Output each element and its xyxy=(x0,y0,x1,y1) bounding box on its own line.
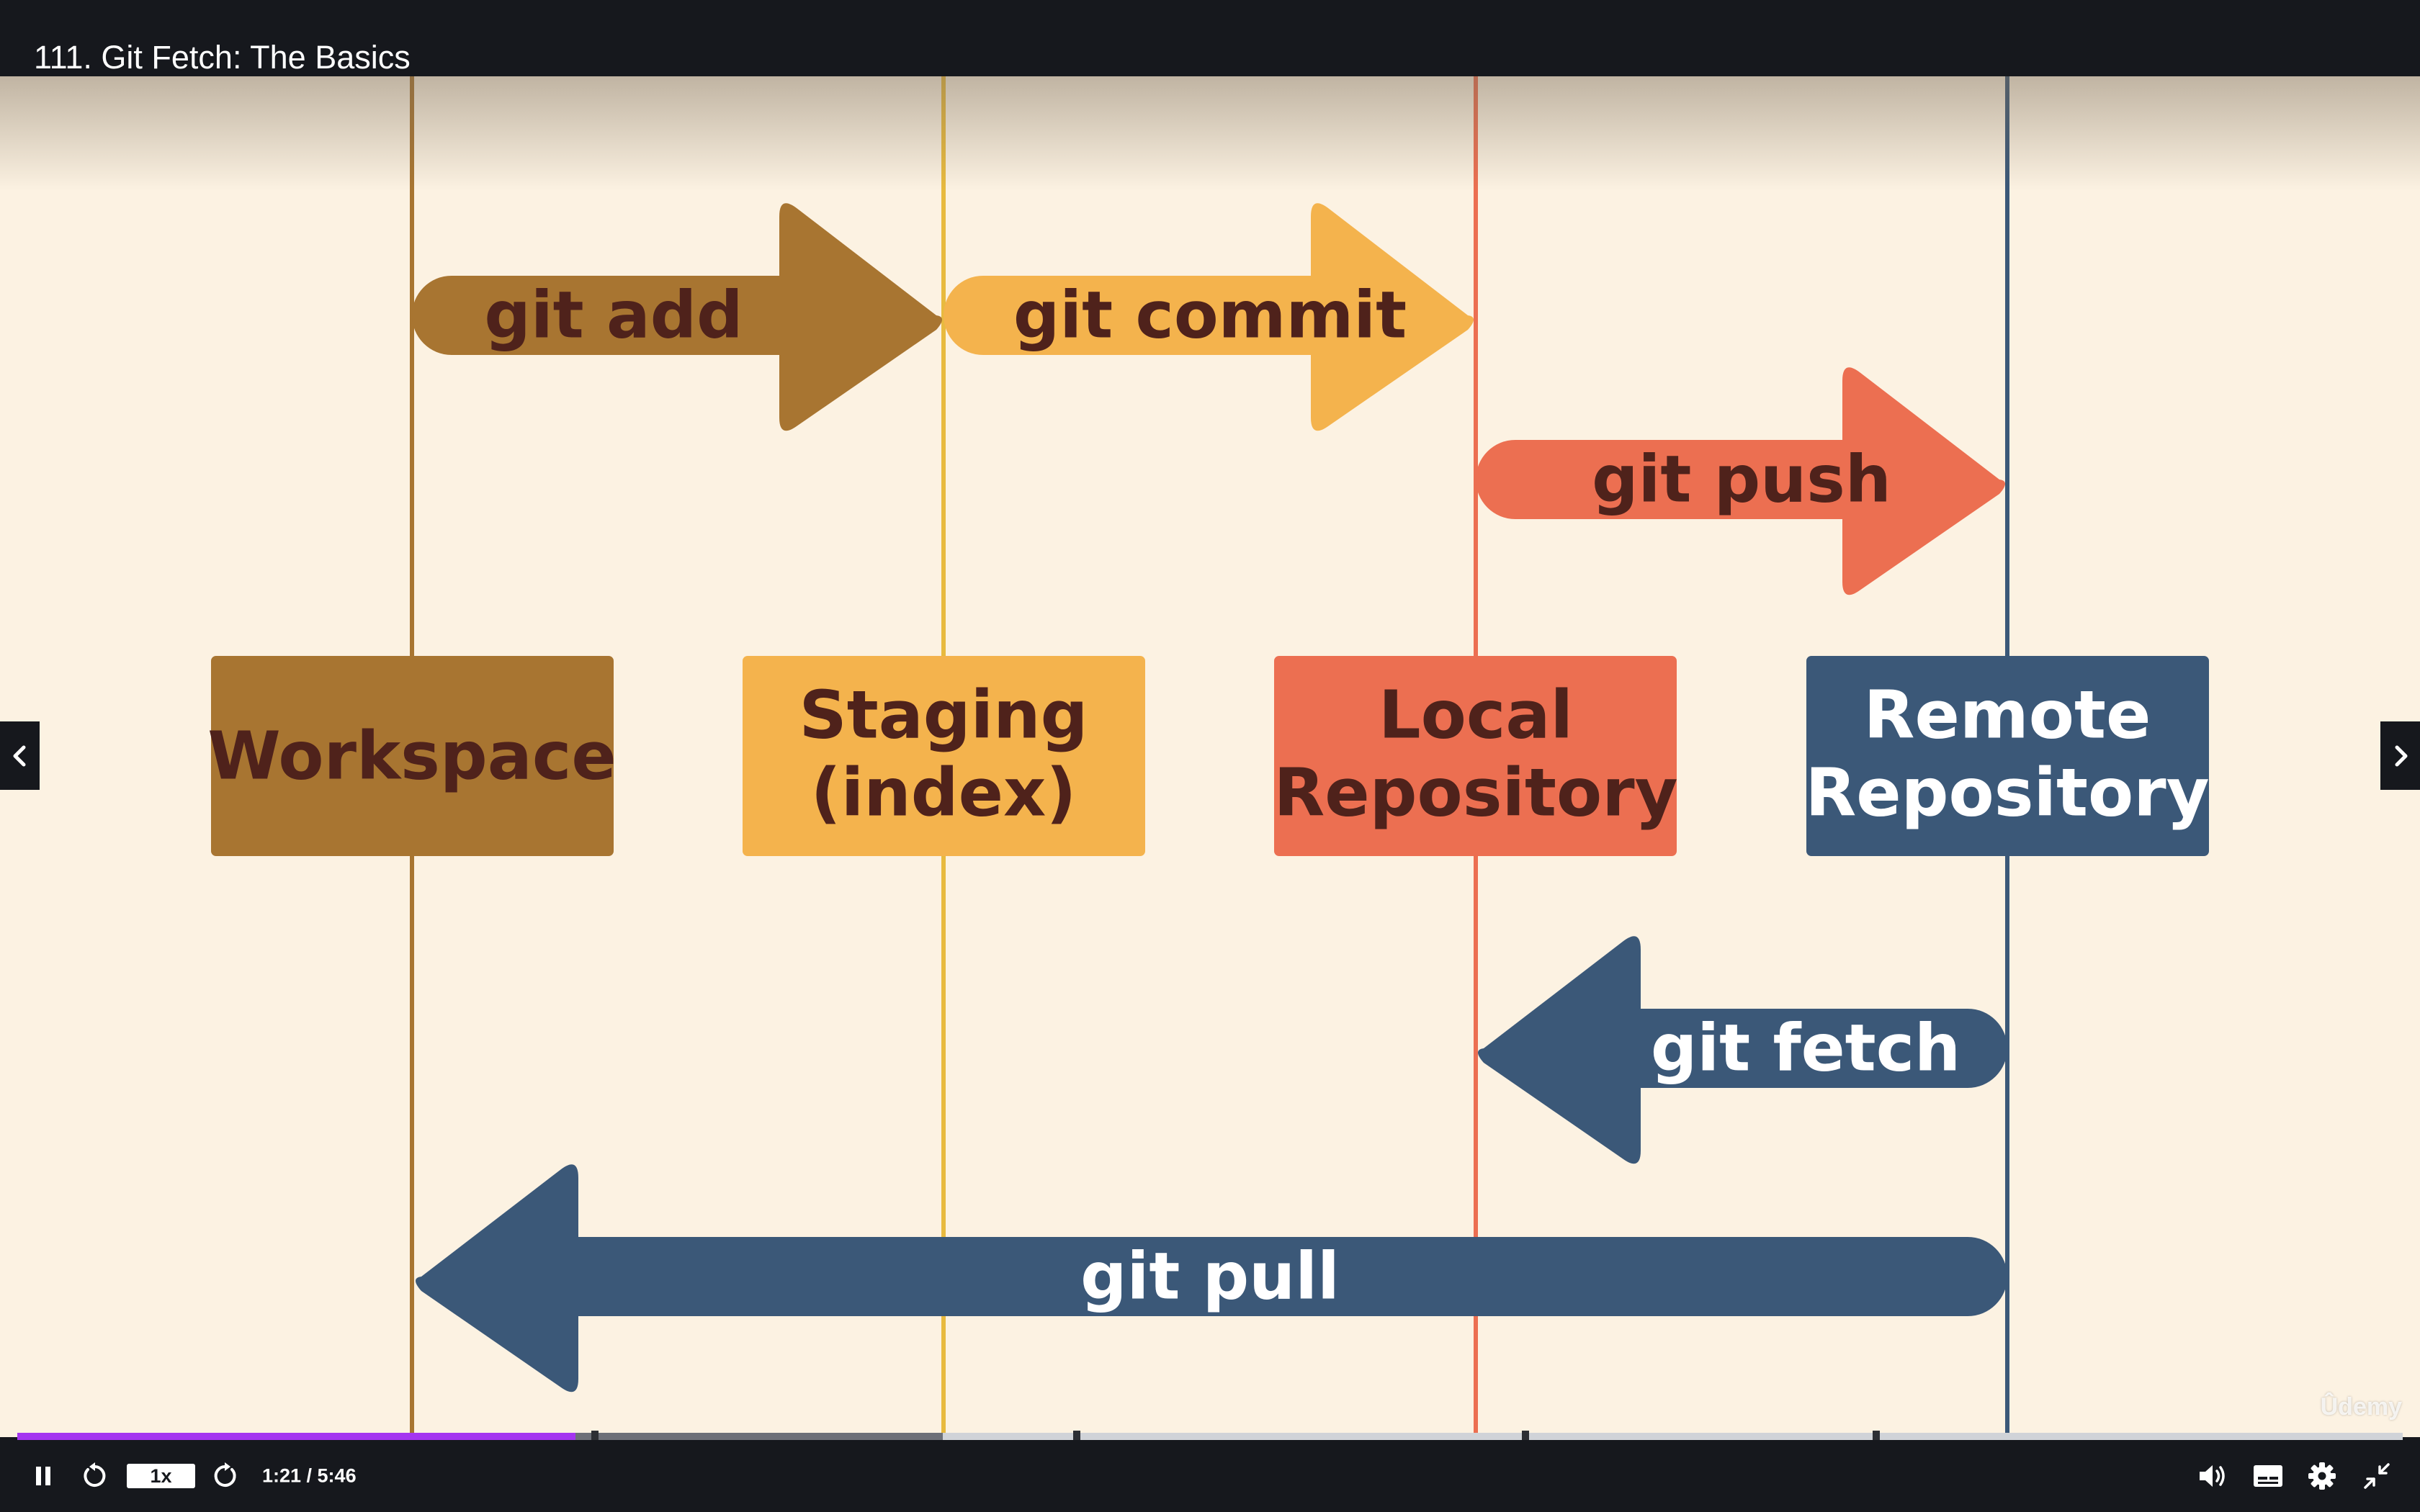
pause-button[interactable] xyxy=(29,1462,58,1490)
git-fetch-label: git fetch xyxy=(1651,1011,1960,1086)
captions-button[interactable] xyxy=(2250,1459,2286,1493)
settings-button[interactable] xyxy=(2305,1459,2339,1493)
chapter-marker xyxy=(1873,1431,1880,1442)
git-add-arrow: git add xyxy=(412,203,942,431)
captions-icon xyxy=(2254,1465,2282,1487)
git-fetch-arrow: git fetch xyxy=(1478,936,2007,1164)
progress-played xyxy=(17,1433,575,1440)
chevron-left-icon xyxy=(13,745,25,766)
control-bar: 1x 1:21 / 5:46 xyxy=(0,1440,2420,1512)
workspace-box: Workspace xyxy=(207,656,617,856)
remote-repository-label-line1: Remote xyxy=(1864,677,2151,754)
git-push-arrow: git push xyxy=(1476,367,2005,595)
git-commit-arrow-shape xyxy=(944,203,1474,431)
staging-label: Staging xyxy=(799,677,1088,754)
exit-fullscreen-button[interactable] xyxy=(2360,1459,2394,1493)
udemy-watermark: Ûdemy xyxy=(2320,1393,2402,1421)
previous-lecture-button[interactable] xyxy=(0,721,40,790)
chapter-marker xyxy=(1073,1431,1080,1442)
chevron-right-icon xyxy=(2395,745,2407,766)
volume-button[interactable] xyxy=(2195,1459,2230,1493)
remote-repository-box-shape xyxy=(1806,656,2209,856)
exit-fullscreen-icon xyxy=(2364,1463,2390,1489)
git-push-arrow-shape xyxy=(1476,367,2005,595)
next-lecture-button[interactable] xyxy=(2380,721,2420,790)
git-commit-arrow: git commit xyxy=(944,203,1474,431)
git-pull-label: git pull xyxy=(1080,1239,1340,1315)
local-repository-box-shape xyxy=(1274,656,1677,856)
git-add-arrow-shape xyxy=(412,203,942,431)
workspace-box-shape xyxy=(211,656,614,856)
slide-frame[interactable]: git add git commit git push Workspace St… xyxy=(0,76,2420,1437)
git-pull-arrow-shape xyxy=(416,1164,2007,1392)
staging-box-shape xyxy=(743,656,1145,856)
rewind-5s-icon xyxy=(84,1462,106,1487)
gear-icon xyxy=(2308,1462,2336,1490)
git-pull-arrow: git pull xyxy=(416,1164,2007,1392)
lecture-title: 111. Git Fetch: The Basics xyxy=(34,39,411,76)
git-fetch-arrow-shape xyxy=(1478,936,2007,1164)
workspace-label: Workspace xyxy=(207,718,617,795)
title-bar: 111. Git Fetch: The Basics xyxy=(0,0,2420,76)
progress-bar[interactable] xyxy=(17,1431,2403,1442)
time-display: 1:21 / 5:46 xyxy=(262,1464,357,1487)
chapter-marker xyxy=(591,1431,599,1442)
git-add-label: git add xyxy=(484,278,743,354)
forward-5s-icon xyxy=(214,1462,236,1487)
git-push-label: git push xyxy=(1592,442,1891,518)
forward-button[interactable] xyxy=(209,1460,241,1492)
chapter-marker xyxy=(1522,1431,1529,1442)
git-commit-label: git commit xyxy=(1013,278,1407,354)
pause-icon xyxy=(36,1467,50,1485)
playback-rate-button[interactable]: 1x xyxy=(127,1464,195,1488)
staging-sublabel: (index) xyxy=(811,755,1077,832)
local-repository-label-line2: Repository xyxy=(1273,755,1677,832)
remote-repository-label-line2: Repository xyxy=(1805,755,2209,832)
remote-repository-box: Remote Repository xyxy=(1805,656,2210,856)
staging-box: Staging (index) xyxy=(743,656,1145,856)
local-repository-box: Local Repository xyxy=(1273,656,1678,856)
git-workflow-diagram: git add git commit git push Workspace St… xyxy=(0,76,2420,1437)
volume-icon xyxy=(2200,1465,2225,1487)
rewind-button[interactable] xyxy=(79,1460,111,1492)
local-repository-label-line1: Local xyxy=(1379,677,1573,754)
